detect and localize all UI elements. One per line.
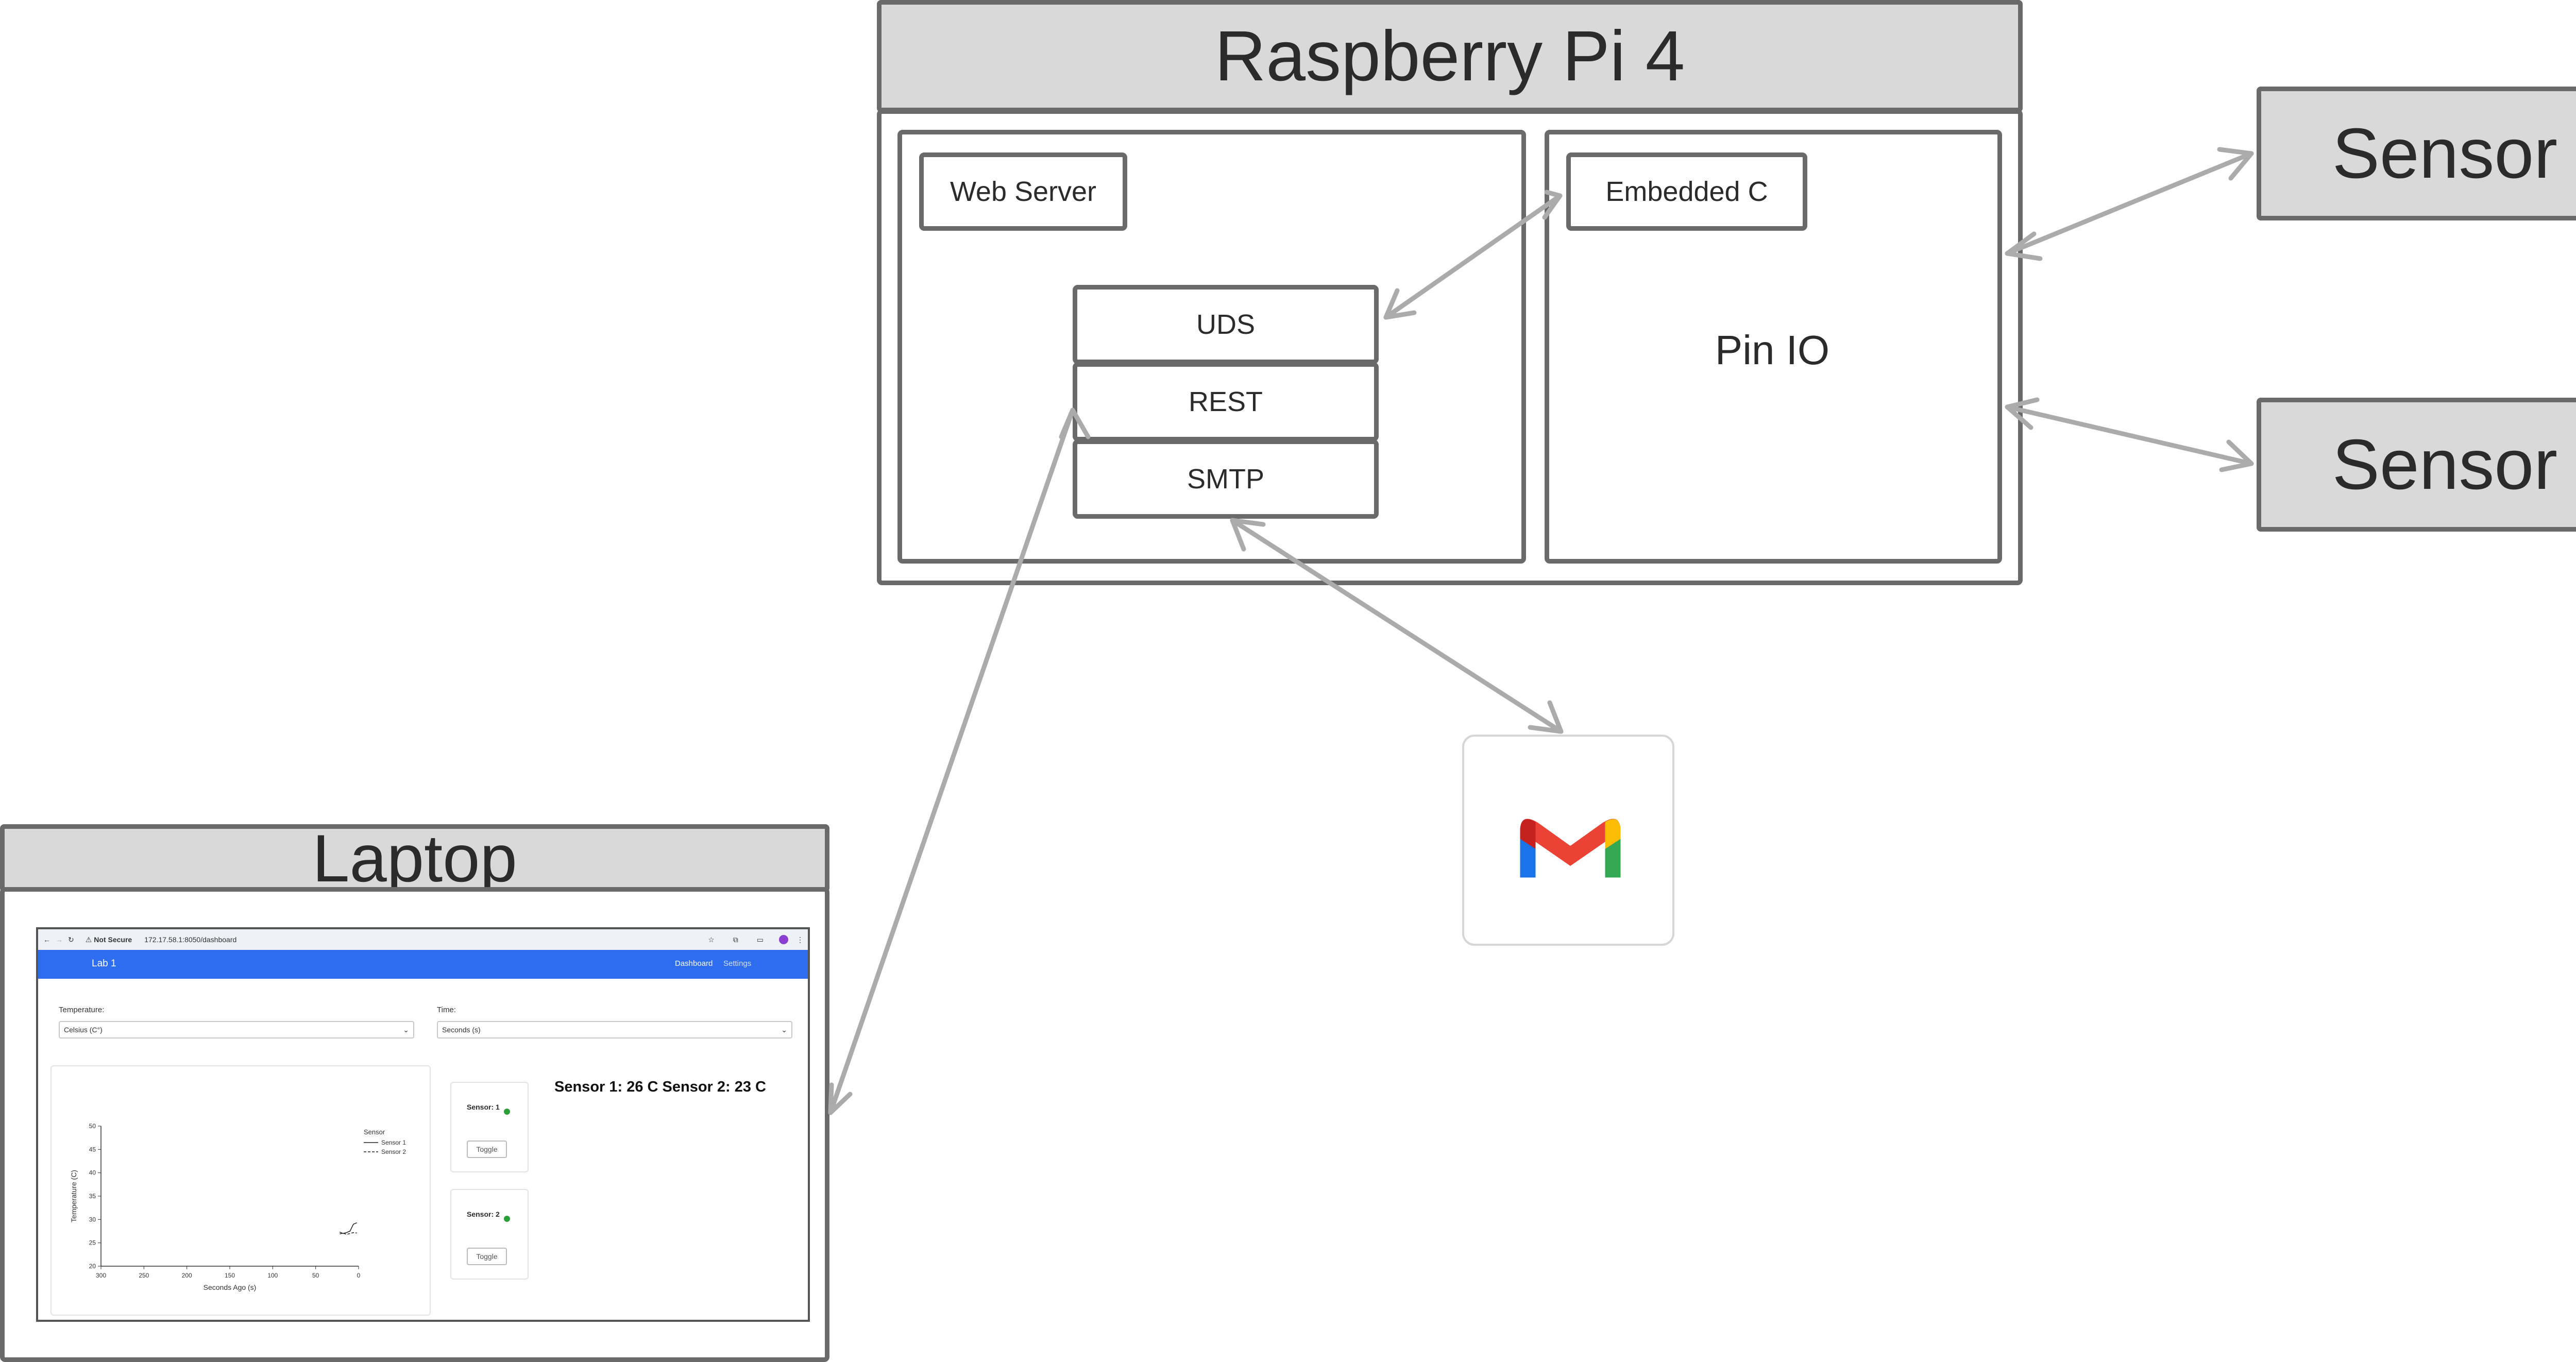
bookmark-star-icon[interactable]: ☆ — [708, 935, 715, 944]
x-tick-label: 50 — [312, 1272, 319, 1279]
sensor-1-label: Sensor 1 — [2332, 113, 2576, 193]
sensor-2-box: Sensor 2 — [2257, 398, 2576, 532]
arrowhead — [2217, 147, 2254, 181]
x-tick-label: 300 — [96, 1272, 106, 1279]
uds-label: UDS — [1196, 309, 1255, 340]
arrowhead — [2219, 439, 2254, 472]
time-label: Time: — [437, 1006, 456, 1014]
browser-address-bar: ← → ↻ ⚠ Not Secure 172.17.58.1:8050/dash… — [38, 929, 808, 950]
y-tick-label: 25 — [89, 1239, 96, 1247]
legend-label-1: Sensor 1 — [381, 1139, 406, 1146]
security-status: Not Secure — [94, 935, 132, 944]
app-bar: Lab 1 Dashboard Settings — [38, 950, 808, 979]
embedded-c-label: Embedded C — [1566, 152, 1807, 231]
chevron-down-icon: ⌄ — [403, 1025, 409, 1034]
y-tick-label: 45 — [89, 1146, 96, 1153]
sensor-1-status-dot — [504, 1109, 510, 1115]
sensor-2-toggle-button[interactable]: Toggle — [467, 1248, 507, 1265]
web-server-label: Web Server — [919, 152, 1127, 231]
laptop-title: Laptop — [312, 821, 517, 896]
sensor-2-card: Sensor: 2 Toggle — [450, 1189, 529, 1280]
series-line-1 — [340, 1222, 357, 1234]
raspberry-pi-title: Raspberry Pi 4 — [1214, 16, 1685, 96]
embedded-c-text: Embedded C — [1605, 176, 1768, 207]
tab-icon[interactable]: ▭ — [756, 935, 764, 944]
y-tick-label: 50 — [89, 1122, 96, 1130]
arrow-pinio-sensor2 — [2005, 404, 2254, 466]
uds-block: UDS — [1073, 285, 1379, 364]
nav-settings[interactable]: Settings — [723, 959, 752, 968]
x-tick-label: 100 — [267, 1272, 278, 1279]
toggle-label: Toggle — [476, 1252, 498, 1261]
browser-window: ← → ↻ ⚠ Not Secure 172.17.58.1:8050/dash… — [36, 927, 810, 1322]
smtp-block: SMTP — [1073, 439, 1379, 519]
x-tick-label: 250 — [139, 1272, 149, 1279]
sensor-1-card: Sensor: 1 Toggle — [450, 1082, 529, 1172]
sensor-1-card-label: Sensor: 1 — [467, 1103, 500, 1111]
gmail-card — [1462, 735, 1674, 946]
back-icon[interactable]: ← — [43, 935, 50, 944]
temperature-label: Temperature: — [59, 1006, 105, 1014]
warning-icon: ⚠ — [85, 935, 92, 944]
sensor-1-box: Sensor 1 — [2257, 87, 2576, 220]
temperature-chart: 300 250 200 150 100 50 0 20 25 30 35 40 45 50Seconds … — [70, 1122, 406, 1291]
x-axis-label: Seconds Ago (s) — [204, 1283, 257, 1291]
y-tick-label: 20 — [89, 1263, 96, 1270]
series-line-2 — [340, 1232, 357, 1235]
web-server-text: Web Server — [950, 176, 1097, 207]
sensor-2-card-label: Sensor: 2 — [467, 1210, 500, 1218]
url-field[interactable]: 172.17.58.1:8050/dashboard — [144, 935, 237, 944]
y-tick-label: 30 — [89, 1216, 96, 1223]
laptop-header: Laptop — [0, 821, 829, 896]
temperature-value: Celsius (C°) — [64, 1026, 103, 1034]
legend-label-2: Sensor 2 — [381, 1148, 406, 1155]
y-axis-label: Temperature (C) — [70, 1170, 78, 1222]
nav-dashboard[interactable]: Dashboard — [675, 959, 713, 968]
x-tick-label: 150 — [225, 1272, 235, 1279]
y-tick-label: 40 — [89, 1169, 96, 1177]
toggle-label: Toggle — [476, 1145, 498, 1153]
time-value: Seconds (s) — [442, 1026, 481, 1034]
rest-block: REST — [1073, 362, 1379, 441]
temperature-select[interactable]: Celsius (C°) ⌄ — [59, 1021, 414, 1038]
app-title: Lab 1 — [92, 958, 116, 969]
sensor-2-status-dot — [504, 1216, 510, 1222]
arrowhead — [828, 1082, 853, 1115]
sensor-readout: Sensor 1: 26 C Sensor 2: 23 C — [554, 1079, 766, 1095]
legend-title: Sensor — [364, 1128, 385, 1136]
rest-label: REST — [1188, 386, 1263, 417]
smtp-label: SMTP — [1187, 464, 1264, 495]
arrowhead — [1528, 700, 1564, 734]
profile-avatar[interactable] — [779, 935, 788, 944]
reload-icon[interactable]: ↻ — [68, 935, 74, 944]
pin-io-label: Pin IO — [1566, 309, 1978, 391]
extensions-icon[interactable]: ⧉ — [733, 935, 738, 944]
x-tick-label: 0 — [357, 1272, 361, 1279]
forward-icon[interactable]: → — [56, 935, 63, 944]
x-tick-label: 200 — [182, 1272, 192, 1279]
gmail-icon — [1520, 819, 1621, 878]
chevron-down-icon: ⌄ — [781, 1025, 787, 1034]
sensor-1-toggle-button[interactable]: Toggle — [467, 1140, 507, 1158]
raspberry-pi-header: Raspberry Pi 4 — [877, 0, 2023, 112]
menu-icon[interactable]: ⋮ — [796, 935, 804, 944]
sensor-2-label: Sensor 2 — [2332, 424, 2576, 504]
pin-io-text: Pin IO — [1715, 327, 1830, 373]
arrow-pinio-sensor1 — [2005, 151, 2254, 256]
time-select[interactable]: Seconds (s) ⌄ — [437, 1021, 792, 1038]
y-tick-label: 35 — [89, 1193, 96, 1200]
